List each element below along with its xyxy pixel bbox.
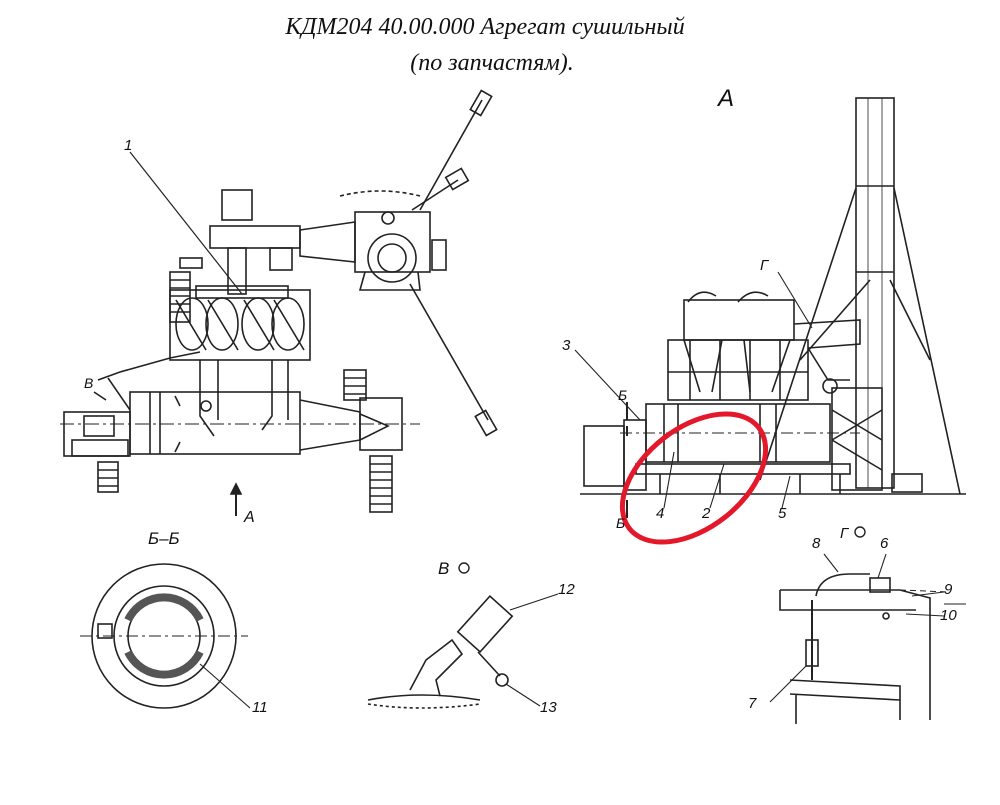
section-bracket (97, 623, 113, 639)
burner-body (456, 594, 514, 654)
elevation-view (574, 97, 966, 518)
inlet-nozzle (409, 638, 464, 697)
chimney (855, 97, 895, 489)
mast-stays (759, 187, 961, 495)
view-v-label: В (438, 559, 449, 578)
cut-b-top-label: Б (618, 387, 627, 403)
leader-12 (509, 593, 559, 611)
position-9: 9 (944, 581, 953, 598)
fan-wheel (367, 233, 417, 283)
leader-11 (199, 663, 251, 709)
position-3: 3 (562, 337, 571, 354)
leader-9 (911, 591, 945, 597)
part-6 (869, 577, 891, 593)
section-bb-label: Б–Б (148, 529, 180, 548)
position-2: 2 (701, 505, 711, 522)
section-bb (80, 563, 251, 709)
ladder-mid (343, 369, 367, 401)
leader-8 (823, 553, 839, 573)
guy-rope (419, 99, 483, 211)
view-v-arrow (93, 391, 107, 401)
ladder-top (169, 271, 191, 323)
leader-4 (663, 451, 675, 509)
motor-block (221, 189, 253, 221)
position-5: 5 (778, 505, 787, 522)
ladder-left (97, 461, 119, 493)
view-v-arrow-label: В (84, 375, 93, 391)
highlight-ellipse (619, 411, 769, 545)
leader-13 (505, 683, 541, 707)
position-12: 12 (558, 581, 575, 598)
furnace (63, 411, 131, 457)
drawing-title: КДМ204 40.00.000 Агрегат сушильный (285, 14, 685, 40)
upper-duct (299, 221, 356, 263)
valve (805, 639, 819, 667)
leader-1 (129, 151, 243, 295)
view-g-callout-label: Г (760, 257, 770, 274)
exhaust-duct (793, 319, 861, 349)
plan-view (60, 89, 498, 516)
view-a-label: А (716, 85, 734, 112)
leader-10 (905, 613, 945, 617)
elevation-drum (620, 403, 860, 463)
hopper-outline (780, 589, 931, 720)
position-1: 1 (124, 137, 132, 154)
view-g-symbol (854, 526, 866, 538)
drawing-subtitle: (по запчастям). (410, 50, 574, 76)
inlet-pipe (97, 351, 201, 381)
position-7: 7 (748, 695, 757, 712)
elevation-furnace (583, 425, 625, 487)
leader-7 (769, 665, 807, 703)
position-11: 11 (252, 699, 268, 716)
position-6: 6 (880, 535, 889, 552)
ladder-right (369, 455, 393, 513)
drying-drum (60, 391, 420, 455)
view-g-detail (769, 526, 966, 724)
view-v-detail (367, 562, 559, 709)
discharge-tower (831, 387, 923, 493)
view-g-label: Г (840, 525, 850, 542)
position-8: 8 (812, 535, 821, 552)
leader-g (777, 271, 813, 329)
position-4: 4 (656, 505, 664, 522)
view-v-symbol (458, 562, 470, 574)
leader-2 (709, 463, 725, 509)
position-10: 10 (940, 607, 957, 624)
cut-b-bottom-label: Б (616, 515, 625, 531)
leader-3 (574, 349, 641, 421)
cyclone-group (169, 285, 311, 361)
view-a-arrow-label: А (243, 509, 255, 526)
leader-6 (877, 553, 887, 579)
leader-5 (781, 475, 791, 509)
cyclone-battery (667, 291, 809, 401)
support-frame (635, 463, 851, 475)
position-13: 13 (540, 699, 557, 716)
guy-rope-lower (409, 283, 489, 421)
